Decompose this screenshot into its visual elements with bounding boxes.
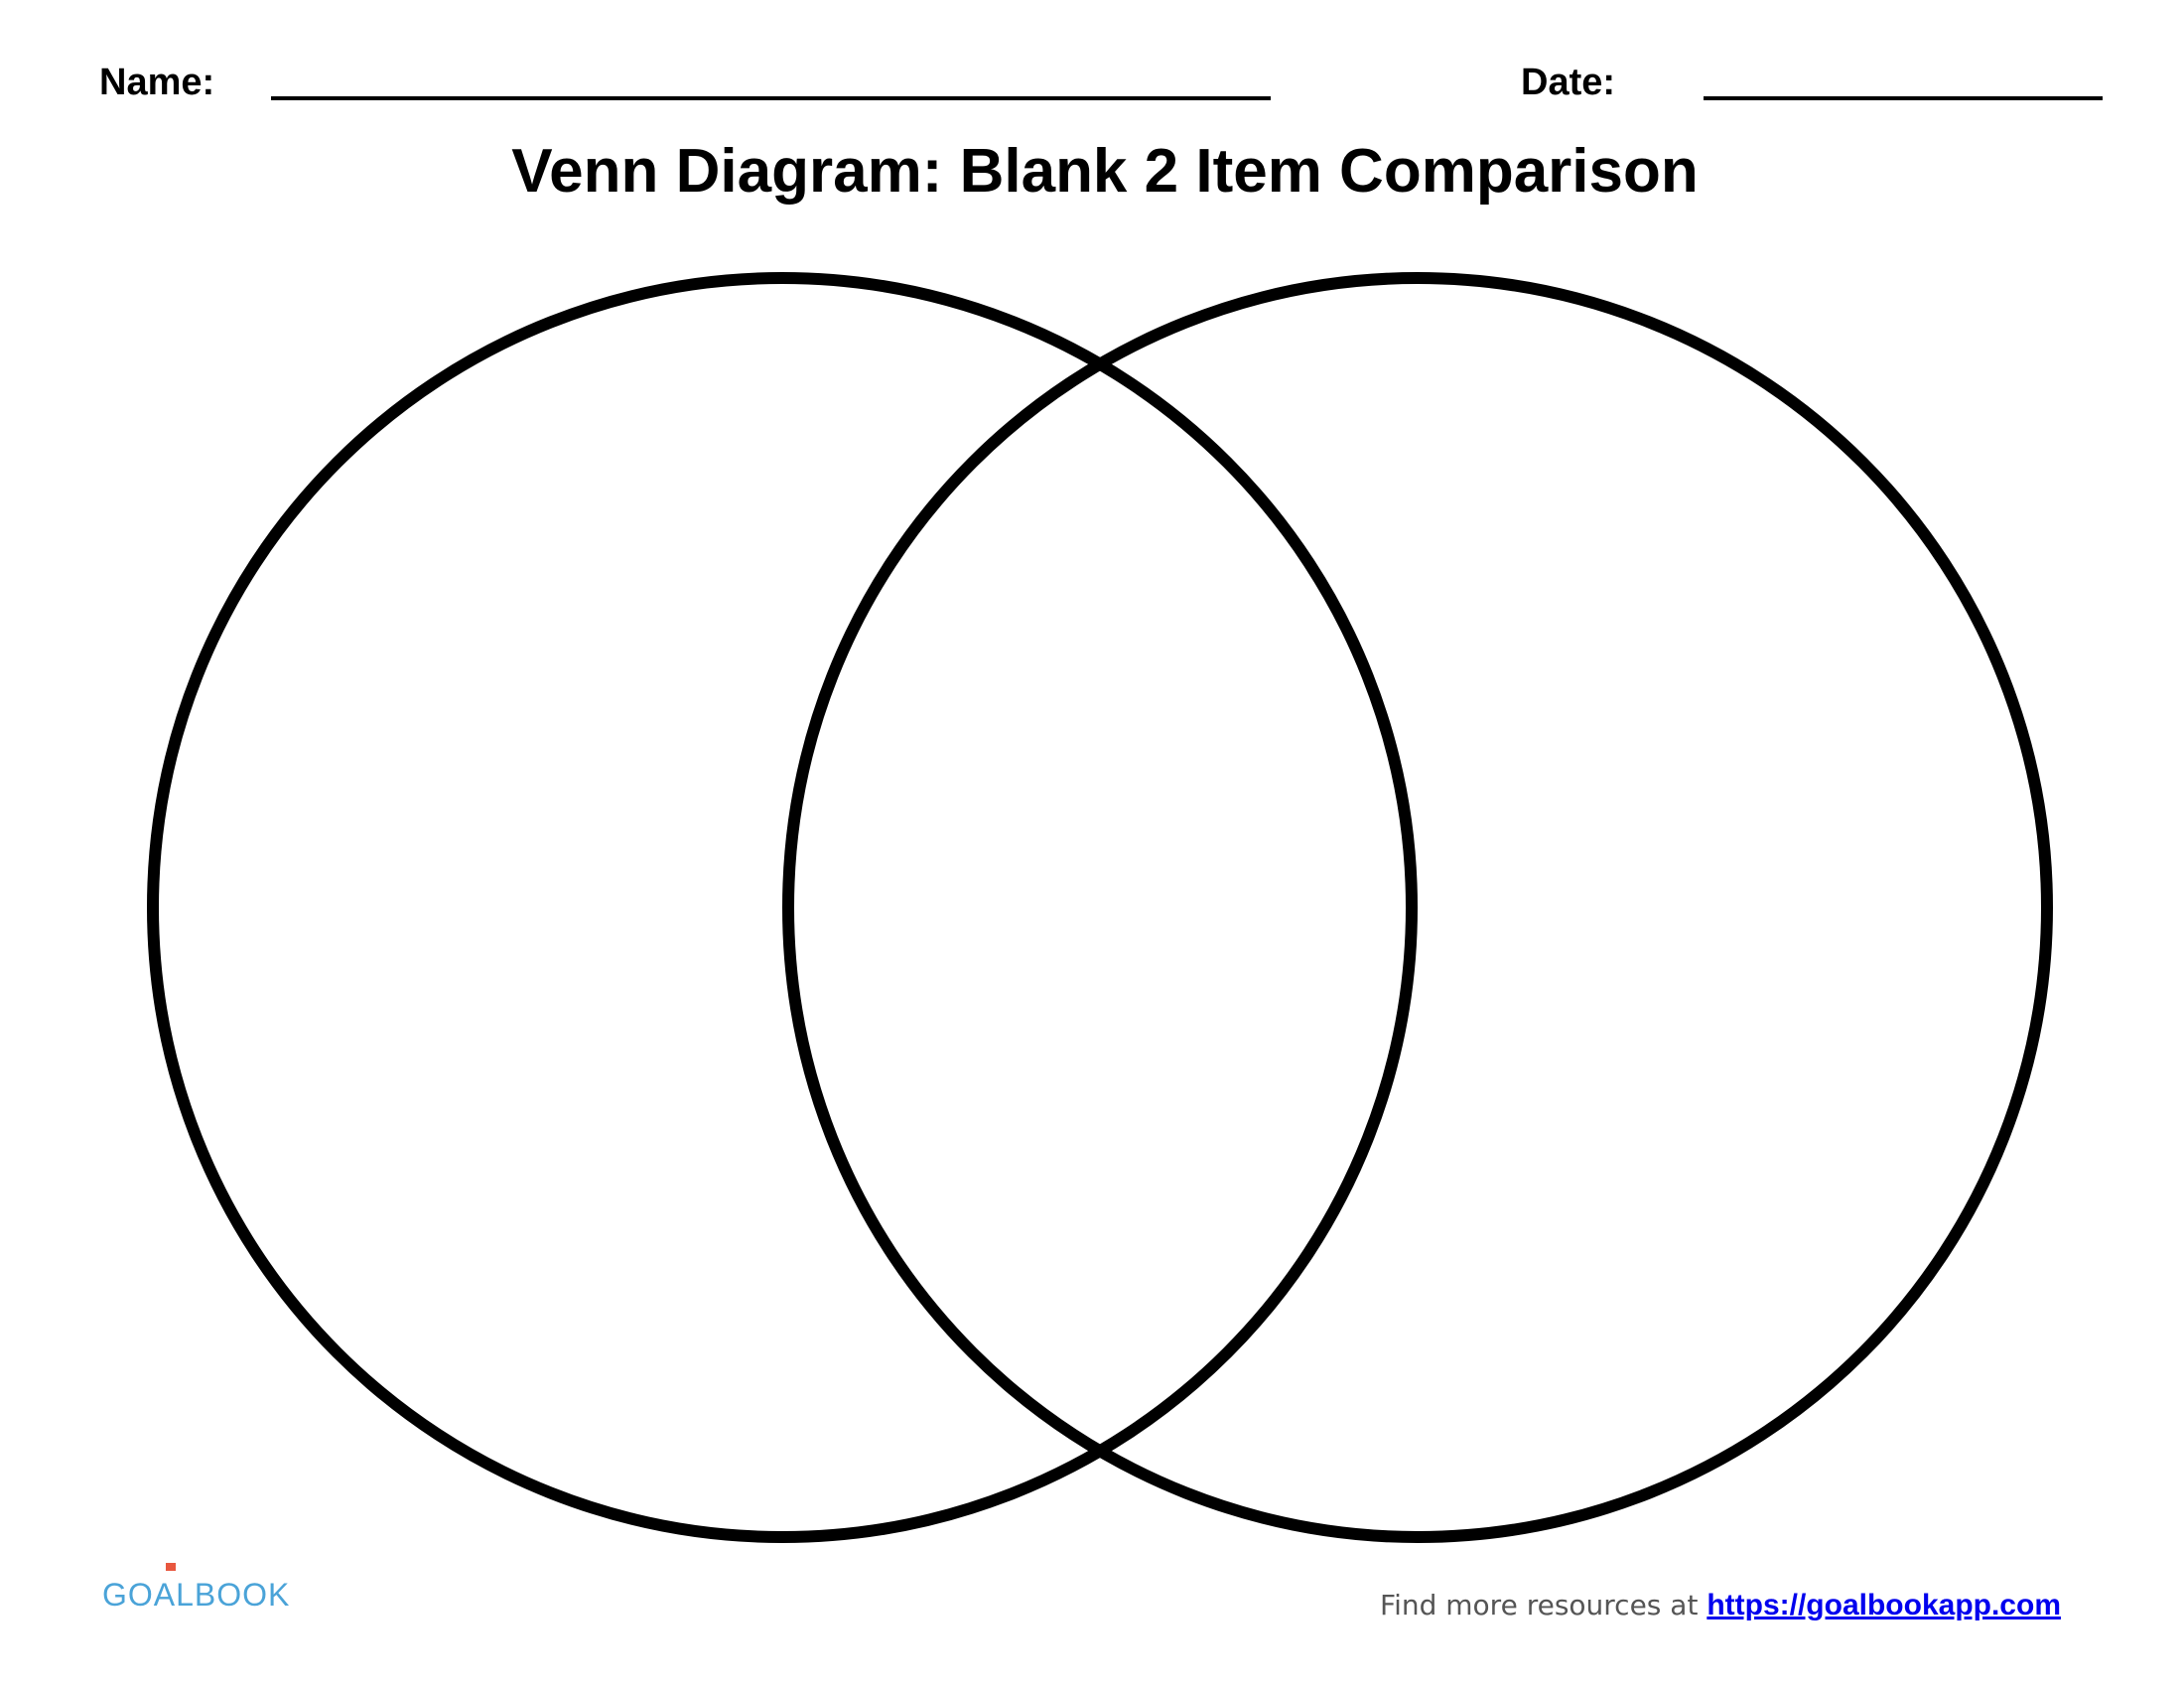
venn-circle-right: [782, 272, 2053, 1543]
name-field-line[interactable]: [271, 96, 1271, 100]
footer-resources: Find more resources at https://goalbooka…: [1380, 1591, 2061, 1620]
logo-wordmark: GOALBOOK: [102, 1577, 291, 1613]
goalbook-logo: GOALBOOK: [102, 1561, 289, 1617]
footer-link[interactable]: https://goalbookapp.com: [1706, 1589, 2061, 1621]
name-label: Name:: [99, 62, 215, 103]
venn-circle-left: [147, 272, 1418, 1543]
date-field-line[interactable]: [1704, 96, 2103, 100]
footer-prefix: Find more resources at: [1380, 1589, 1707, 1621]
logo-flag-icon: [166, 1563, 176, 1571]
date-label: Date:: [1521, 62, 1616, 103]
page-title: Venn Diagram: Blank 2 Item Comparison: [511, 137, 1699, 206]
